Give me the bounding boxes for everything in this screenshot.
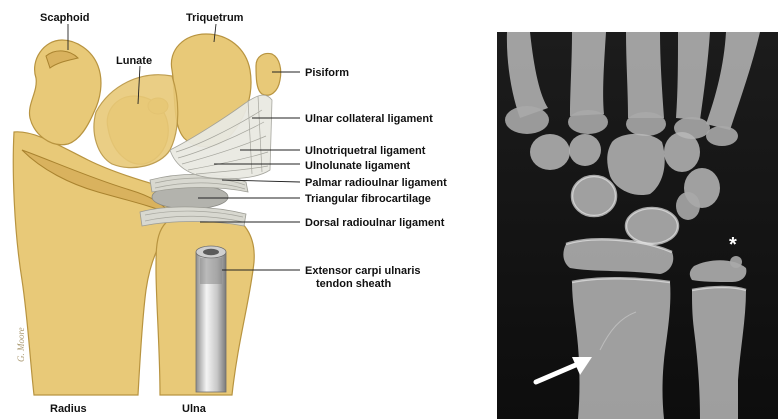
pisiform-bone [256,54,281,96]
label-triangular-fibrocartilage: Triangular fibrocartilage [305,193,431,205]
label-palmar-radioulnar-ligament: Palmar radioulnar ligament [305,177,447,189]
asterisk-marker: * [729,234,737,256]
label-scaphoid: Scaphoid [40,12,90,24]
illustrator-signature: G. Moore [16,327,26,362]
ecu-tendon-sheath [196,246,226,392]
label-radius: Radius [50,403,87,415]
radius-bone [13,132,178,395]
label-ulnolunate-ligament: Ulnolunate ligament [305,160,410,172]
wrist-radiograph: * [497,32,778,419]
wrist-anatomy-illustration: G. Moore [13,34,280,395]
label-ulnar-collateral-ligament: Ulnar collateral ligament [305,113,433,125]
label-dorsal-radioulnar-ligament: Dorsal radioulnar ligament [305,217,445,229]
radius-radiograph [563,239,673,419]
label-ulna: Ulna [182,403,207,415]
label-ulnotriquetral-ligament: Ulnotriquetral ligament [305,145,426,157]
label-lunate: Lunate [116,55,152,67]
label-ecu-tendon-sheath-line2: tendon sheath [316,278,391,290]
label-pisiform: Pisiform [305,67,349,79]
label-triquetrum: Triquetrum [186,12,244,24]
label-ecu-tendon-sheath-line1: Extensor carpi ulnaris [305,265,421,277]
